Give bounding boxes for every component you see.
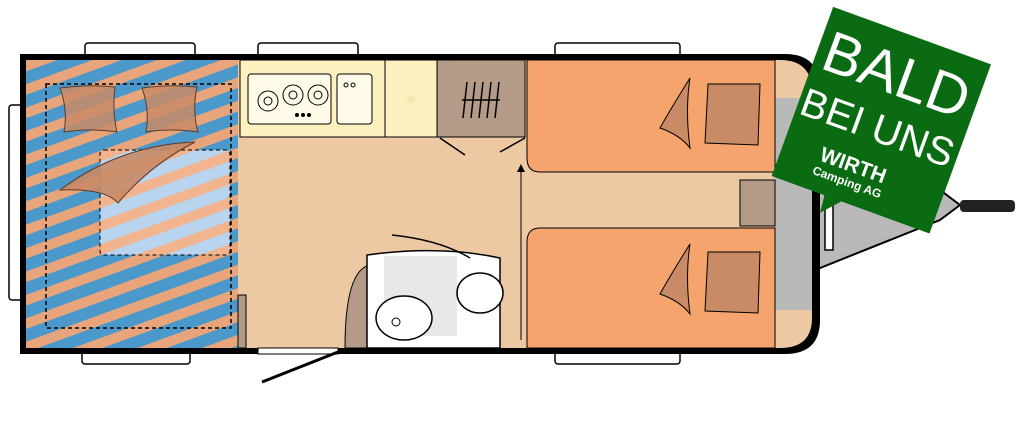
fridge <box>384 59 438 138</box>
pillow <box>141 85 199 133</box>
washbasin <box>375 295 433 341</box>
kitchen: ✳ <box>239 59 526 156</box>
rear-double-bed <box>26 60 238 348</box>
toilet <box>456 272 504 314</box>
hob <box>247 73 332 125</box>
sink <box>336 73 373 125</box>
blanket <box>58 141 196 204</box>
bald-bei-uns-badge: BALD BEI UNS WIRTH Camping AG <box>771 6 992 234</box>
front-single-beds <box>526 59 776 349</box>
svg-text:✳: ✳ <box>405 91 417 107</box>
coupling-handle <box>960 200 1015 212</box>
entrance-door <box>257 347 339 355</box>
pillow <box>59 85 118 133</box>
bathroom <box>344 234 504 349</box>
